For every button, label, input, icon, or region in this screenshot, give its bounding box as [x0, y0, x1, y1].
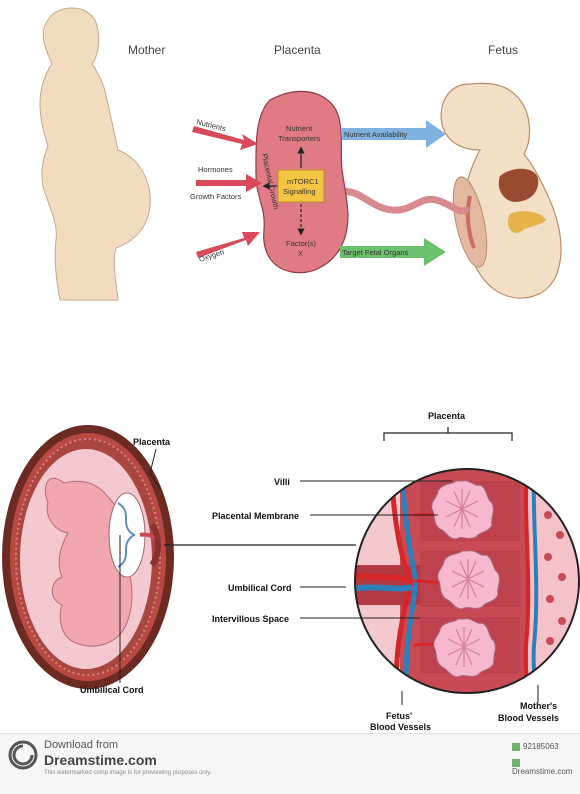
- factor-label-1: Factor(s): [286, 239, 317, 248]
- site-short: Dreamstime.com: [512, 758, 580, 776]
- mother-heading: Mother: [128, 43, 165, 57]
- intervillous-space-label: Intervillous Space: [212, 614, 289, 624]
- nutrient-availability-label: Nutrient Availability: [344, 130, 407, 139]
- growth-factors-label: Growth Factors: [190, 192, 242, 201]
- dreamstime-footer: Download from Dreamstime.com This waterm…: [0, 733, 580, 794]
- villi-label: Villi: [274, 477, 290, 487]
- site-icon: [512, 759, 520, 767]
- target-fetal-organs-label: Target Fetal Organs: [342, 248, 409, 257]
- dreamstime-logo-icon: [8, 740, 38, 770]
- site-name-link[interactable]: Dreamstime.com: [44, 752, 157, 768]
- placenta-right-label: Placenta: [428, 411, 466, 421]
- fetus-vessels-label-2: Blood Vessels: [370, 722, 431, 730]
- uterus-figure: [2, 425, 174, 689]
- bottom-diagram-svg: Placenta Placenta Villi Placental Membra…: [0, 385, 580, 730]
- top-diagram: Mother Placenta Fetus Nutrients Hormones…: [0, 0, 580, 330]
- download-from-text: Download from: [44, 739, 118, 751]
- hormones-label: Hormones: [198, 165, 233, 174]
- nutrient-transporters-label-1: Nutrient: [286, 124, 313, 133]
- placenta-heading: Placenta: [274, 43, 321, 57]
- placental-membrane-label: Placental Membrane: [212, 511, 299, 521]
- factor-label-2: X: [298, 249, 303, 258]
- mtorc1-label-1: mTORC1: [287, 177, 319, 186]
- disclaimer-text: This watermarked comp image is for previ…: [44, 770, 211, 776]
- mother-vessels-label-1: Mother's: [520, 701, 557, 711]
- mtorc1-label-2: Signalling: [283, 187, 316, 196]
- nutrient-transporters-label-2: Transporters: [278, 134, 320, 143]
- mtorc1-box: [278, 170, 324, 202]
- umbilical-cord-top: [340, 191, 466, 210]
- image-id: 92185063: [512, 742, 559, 751]
- site-short-value: Dreamstime.com: [512, 767, 572, 776]
- id-icon: [512, 743, 520, 751]
- umbilical-cord-bottom-label: Umbilical Cord: [80, 685, 144, 695]
- fetus-figure: [441, 83, 561, 298]
- placenta-left-label: Placenta: [133, 437, 171, 447]
- umbilical-cord-right-label: Umbilical Cord: [228, 583, 292, 593]
- hormones-arrow: [196, 174, 262, 192]
- mother-vessels-label-2: Blood Vessels: [498, 713, 559, 723]
- fetus-heading: Fetus: [488, 43, 518, 57]
- image-id-value: 92185063: [523, 742, 559, 751]
- bottom-diagram: Placenta Placenta Villi Placental Membra…: [0, 385, 580, 730]
- top-diagram-svg: Mother Placenta Fetus Nutrients Hormones…: [0, 0, 580, 330]
- fetus-vessels-label-1: Fetus': [386, 711, 412, 721]
